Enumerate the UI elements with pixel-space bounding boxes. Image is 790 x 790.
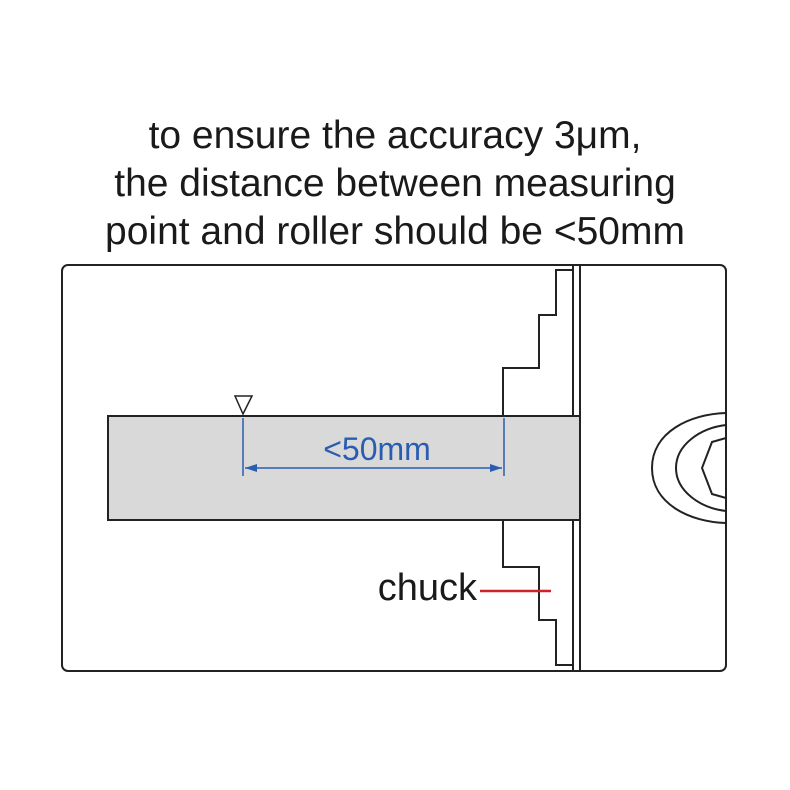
caption-line-3: point and roller should be <50mm [105,210,685,253]
caption: to ensure the accuracy 3μm, the distance… [0,112,790,256]
chuck-label: chuck [378,567,478,609]
hex-roller-icon [650,412,727,524]
machine-frame [61,264,727,672]
dimension-label: <50mm [323,431,431,467]
dimension-arrow-left [245,464,257,472]
lower-jaw [502,520,573,666]
dimension-indicator: <50mm [242,418,505,476]
dimension-arrow-right [490,464,502,472]
caption-line-1: to ensure the accuracy 3μm, [148,114,642,157]
triangle-marker-icon [233,395,254,416]
caption-line-2: the distance between measuring [114,162,676,205]
upper-jaw [502,269,573,416]
